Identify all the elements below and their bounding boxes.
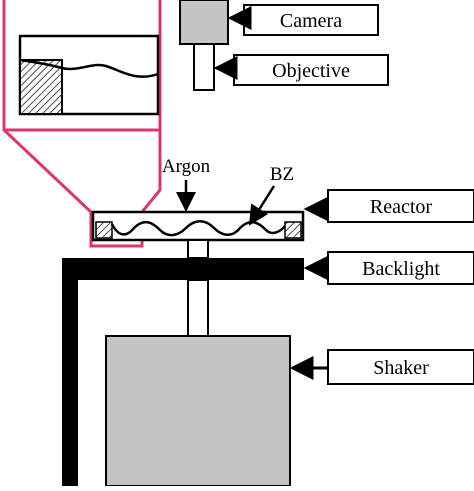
camera-label: Camera [280, 10, 342, 32]
camera-label-group: Camera [227, 4, 379, 36]
bz-label: BZ [270, 164, 294, 185]
bz-arrow [248, 185, 276, 226]
backlight-bar [62, 258, 304, 280]
reactor-wall-left [95, 221, 113, 239]
shaker-label: Shaker [373, 357, 429, 379]
argon-label: Argon [162, 156, 211, 177]
zoom-inset [2, 0, 162, 248]
shaker-label-group: Shaker [289, 349, 474, 385]
reactor-label: Reactor [370, 196, 433, 218]
camera-body [179, 0, 229, 45]
backlight-label: Backlight [362, 258, 440, 280]
objective-label-group: Objective [213, 54, 389, 86]
camera-assembly [179, 0, 229, 91]
backlight-label-group: Backlight [303, 251, 474, 285]
zoom-detail-meniscus [19, 58, 159, 78]
reactor-label-group: Reactor [303, 189, 474, 223]
shaker-label-box [327, 349, 474, 385]
objective-label: Objective [272, 60, 350, 82]
zoom-frame [2, 0, 162, 248]
shaker-shaft [187, 279, 209, 337]
objective-label-box [233, 54, 389, 86]
reactor-label-box [327, 189, 474, 223]
reactor-wall-right [284, 221, 302, 239]
reactor-vessel [91, 210, 305, 242]
shaker-body [105, 335, 291, 487]
reactor [91, 210, 305, 242]
camera-label-box [243, 4, 379, 36]
zoom-detail-hatched-wall [19, 59, 63, 115]
reactor-support-post [187, 239, 209, 259]
objective-lens [193, 43, 215, 91]
bz-solution-surface [110, 220, 286, 237]
frame-vertical-post [62, 258, 78, 486]
